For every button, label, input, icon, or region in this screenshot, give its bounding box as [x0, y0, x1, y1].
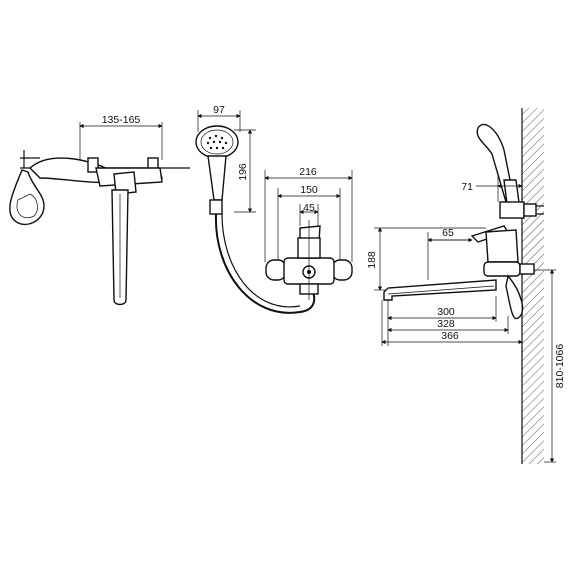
dim-spout-300: 300: [437, 306, 455, 318]
dim-handshower-width: 97: [213, 104, 225, 116]
spray-holes: [206, 134, 228, 150]
dim-depth-71: 71: [461, 181, 473, 193]
wall: [522, 108, 544, 464]
dim-depth-65: 65: [442, 227, 454, 239]
front-view: 97 196 216 150 45: [195, 104, 353, 314]
dim-width-45: 45: [303, 202, 315, 214]
top-view: 135-165: [9, 114, 190, 306]
dim-holes-spacing: 135-165: [102, 114, 141, 126]
side-view: 71 65 188 300 328 366: [366, 108, 566, 464]
dim-mount-height: 810-1066: [554, 344, 566, 389]
dim-handshower-height: 196: [237, 163, 249, 181]
dim-height-188: 188: [366, 251, 378, 269]
dim-spout-328: 328: [437, 318, 455, 330]
dim-width-150: 150: [300, 184, 318, 196]
dim-width-216: 216: [299, 166, 317, 178]
dim-spout-366: 366: [441, 330, 459, 342]
